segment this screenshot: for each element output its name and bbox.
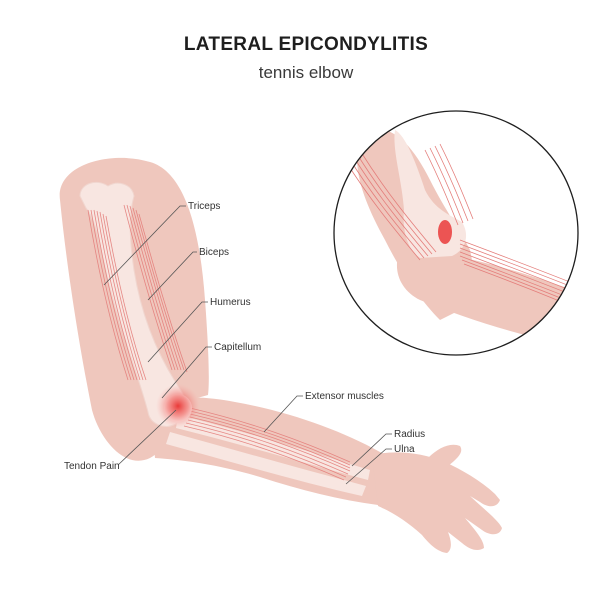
ulna-leader (345, 448, 392, 485)
label-capitellum: Capitellum (214, 342, 261, 353)
label-ulna: Ulna (394, 444, 415, 455)
label-extensor-muscles: Extensor muscles (305, 391, 384, 402)
zoom-circle-border (333, 110, 579, 356)
radius-bone (176, 415, 370, 480)
extensor-muscles (183, 407, 351, 481)
tendon-pain-leader (117, 409, 177, 466)
hand (372, 444, 502, 553)
biceps-leader (147, 251, 197, 301)
radius-leader (351, 433, 392, 467)
zoom-detail (333, 110, 579, 356)
triceps-leader (103, 205, 186, 286)
zoom-pain-spot (438, 220, 452, 244)
leader-lines (103, 205, 392, 485)
label-radius: Radius (394, 429, 425, 440)
humerus-leader (147, 301, 208, 363)
capitellum-leader (161, 346, 212, 399)
label-biceps: Biceps (199, 247, 229, 258)
diagram-subtitle: tennis elbow (258, 63, 354, 82)
ulna-bone (166, 432, 366, 496)
triceps-muscle (87, 209, 147, 381)
diagram-title: LATERAL EPICONDYLITIS (183, 34, 429, 55)
label-tendon-pain: Tendon Pain (64, 461, 120, 472)
extensor-leader (263, 395, 303, 433)
label-humerus: Humerus (210, 297, 251, 308)
biceps-muscle (123, 204, 188, 373)
label-triceps: Triceps (188, 201, 220, 212)
pain-spot (156, 384, 200, 428)
